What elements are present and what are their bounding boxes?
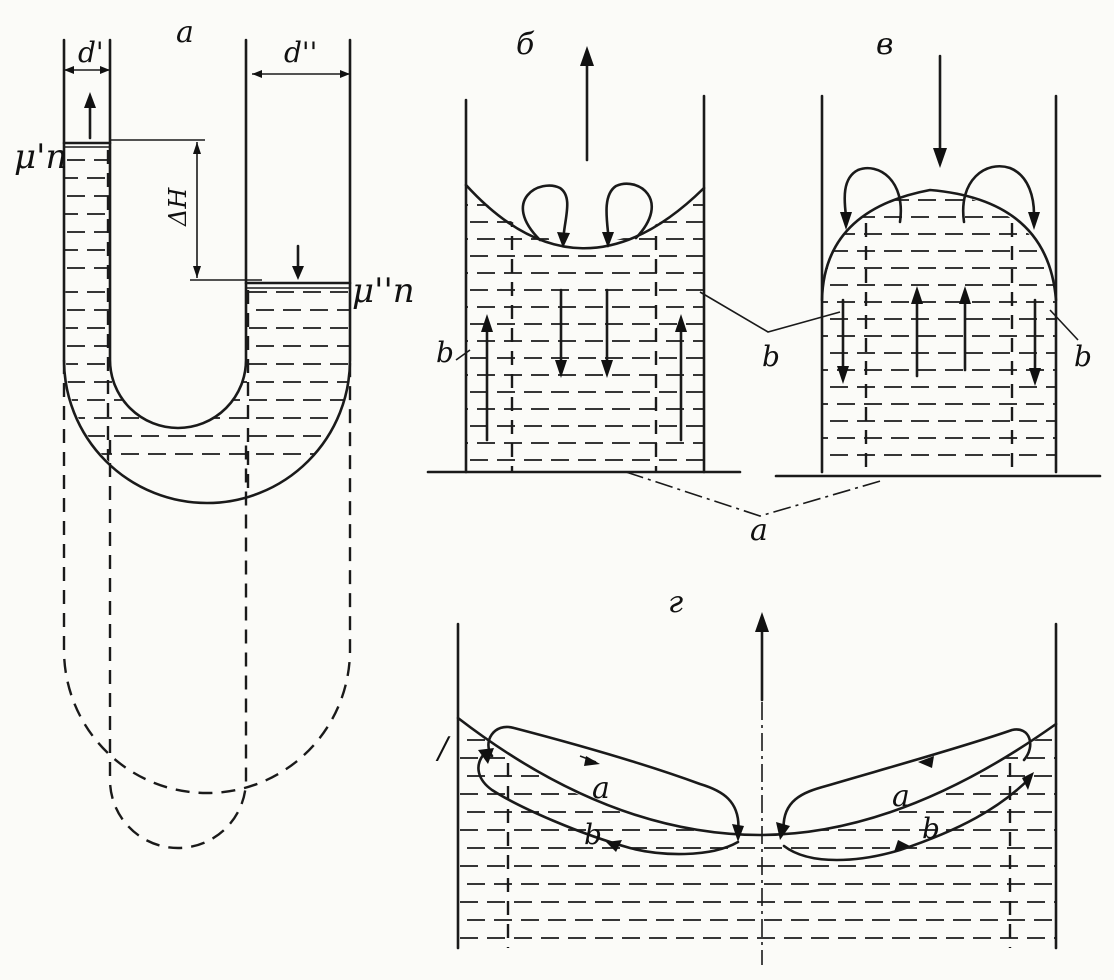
panel-v-loop-left xyxy=(843,167,903,224)
label-b-center: b xyxy=(762,340,780,373)
panel-g-meniscus xyxy=(456,716,1058,837)
label-b-right: b xyxy=(1074,340,1092,373)
u-tube-extension-inner xyxy=(108,440,248,850)
label-mu-n-prime: μ'п xyxy=(14,137,67,177)
panel-v-convex xyxy=(774,54,1102,478)
leader-b-to-b-v xyxy=(699,291,841,333)
panel-v-flow-up-2 xyxy=(959,286,971,304)
labels: a d' d'' μ'п μ''п ΔH б в г b b b a a b a… xyxy=(14,15,1092,851)
panel-v-flow-down-right xyxy=(1029,368,1041,386)
label-delta-h: ΔH xyxy=(164,187,192,227)
panel-b-loop-left xyxy=(521,184,569,242)
panel-v-flow-down-left xyxy=(837,366,849,384)
panel-v-loop-right xyxy=(961,165,1036,224)
label-d-double-prime: d'' xyxy=(284,36,317,69)
label-g-b-left: b xyxy=(584,818,602,851)
panel-b-loop-right xyxy=(605,182,653,240)
leader-b-right xyxy=(1049,309,1079,341)
label-a-bottom: a xyxy=(750,513,768,548)
leader-a-bottom xyxy=(625,471,885,517)
panel-g-loop-left-upper xyxy=(487,725,740,836)
panel-b-concave xyxy=(426,46,742,474)
panel-g-loop-right-lower xyxy=(782,776,1032,862)
label-slash-mark: / xyxy=(435,731,451,766)
panel-b-flow-down-2 xyxy=(601,360,613,378)
label-panel-v: в xyxy=(876,27,893,62)
label-mu-n-double-prime: μ''п xyxy=(352,271,415,311)
panel-g-loop-right-upper xyxy=(782,728,1032,836)
panel-v-liquid xyxy=(822,199,1056,472)
label-panel-g: г xyxy=(668,585,683,620)
panel-a-u-tube xyxy=(62,38,352,850)
panel-b-flow-up-left xyxy=(481,314,493,332)
panel-g-loop-left-lower xyxy=(477,752,740,856)
panel-g-wide-concave xyxy=(456,612,1058,965)
u-tube-inner-wall xyxy=(108,38,248,430)
label-g-a-right: a xyxy=(892,779,910,814)
leader-b-left xyxy=(455,349,471,361)
u-tube-outer-wall xyxy=(62,38,352,505)
label-g-b-right: b xyxy=(922,812,940,845)
label-panel-b: б xyxy=(516,27,535,62)
label-b-left: b xyxy=(436,336,454,369)
panel-b-meniscus xyxy=(464,183,706,250)
panel-b-flow-up-right xyxy=(675,314,687,332)
label-panel-a: a xyxy=(176,15,194,50)
panel-b-flow-down-1 xyxy=(555,360,567,378)
label-g-a-left: a xyxy=(592,771,610,806)
panel-v-flow-up-1 xyxy=(911,286,923,304)
label-d-prime: d' xyxy=(78,36,104,69)
panel-g-liquid xyxy=(458,739,1056,948)
u-tube-extension-outer xyxy=(62,360,352,795)
leader-lines xyxy=(455,291,1079,517)
panel-v-meniscus xyxy=(820,188,1058,302)
